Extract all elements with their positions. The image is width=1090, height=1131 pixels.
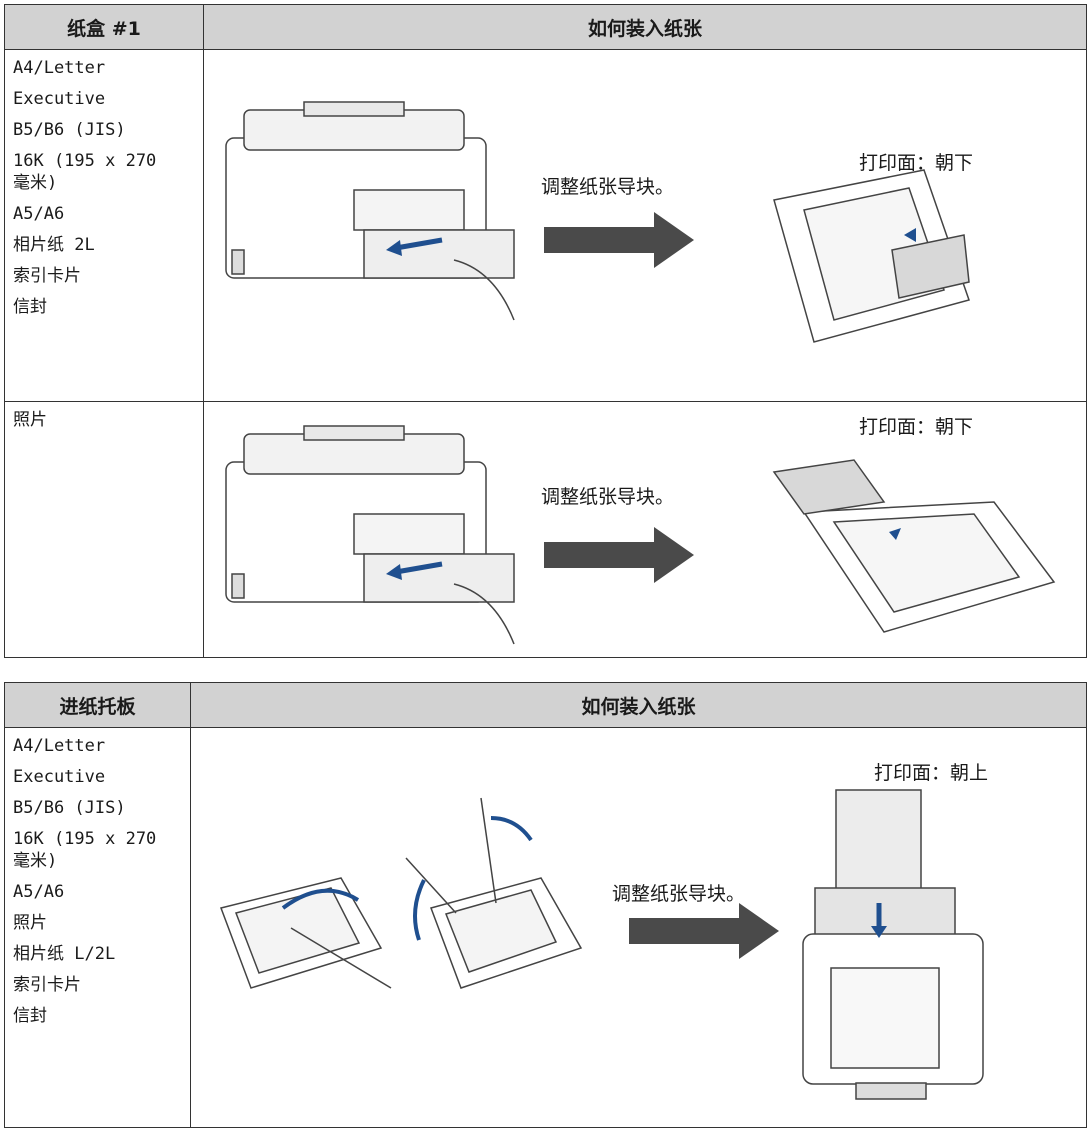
paper-tray-illustration: [772, 459, 1056, 633]
paper-size-list: 照片: [5, 402, 203, 435]
paper-size-item: A4/Letter: [13, 58, 106, 78]
feed-header-howto: 如何装入纸张: [190, 682, 1087, 728]
tray1-sizes-cell: A4/Letter Executive B5/B6 (JIS) 16K (195…: [4, 49, 204, 402]
printer-illustration: [225, 425, 515, 645]
print-side-label: 打印面：朝下: [859, 416, 974, 438]
paper-size-item: B5/B6 (JIS): [13, 120, 126, 140]
paper-tray-illustration: [773, 169, 970, 343]
right-arrow-icon: [629, 903, 779, 959]
feed-header-tray: 进纸托板: [4, 682, 191, 728]
paper-size-item: 信封: [13, 297, 47, 317]
tray1-header-howto: 如何装入纸张: [203, 4, 1087, 50]
adjust-guides-label: 调整纸张导块。: [612, 883, 746, 905]
tray1-photo-howto-cell: 调整纸张导块。 打印面：朝下: [203, 401, 1087, 658]
paper-size-item: Executive: [13, 767, 106, 787]
feed-howto-cell: 调整纸张导块。 打印面：朝上: [190, 727, 1087, 1128]
print-side-label: 打印面：朝下: [859, 152, 974, 174]
paper-size-item: A5/A6: [13, 204, 65, 224]
paper-size-item: Executive: [13, 89, 106, 109]
paper-size-item: A4/Letter: [13, 736, 106, 756]
right-arrow-icon: [544, 212, 694, 268]
paper-size-item: A5/A6: [13, 882, 65, 902]
adjust-guides-label: 调整纸张导块。: [541, 486, 675, 508]
paper-size-item: B5/B6 (JIS): [13, 798, 126, 818]
paper-size-item: 索引卡片: [13, 975, 81, 995]
paper-size-item: 相片纸 2L: [13, 235, 95, 255]
adjust-guides-label: 调整纸张导块。: [541, 176, 675, 198]
paper-support-illustration: [220, 797, 583, 989]
paper-size-list: A4/Letter Executive B5/B6 (JIS) 16K (195…: [5, 50, 203, 322]
feed-sizes-cell: A4/Letter Executive B5/B6 (JIS) 16K (195…: [4, 727, 191, 1128]
manual-feed-table: 进纸托板 如何装入纸张 A4/Letter Executive B5/B6 (J…: [4, 682, 1087, 1128]
paper-size-item: 相片纸 L/2L: [13, 944, 116, 964]
tray1-header-tray: 纸盒 #1: [4, 4, 204, 50]
right-arrow-icon: [544, 527, 694, 583]
tray1-photo-sizes-cell: 照片: [4, 401, 204, 658]
paper-size-item: 照片: [13, 410, 47, 430]
printer-illustration: [802, 789, 984, 1100]
print-side-label: 打印面：朝上: [874, 762, 989, 784]
tray1-table: 纸盒 #1 如何装入纸张 A4/Letter Executive B5/B6 (…: [4, 4, 1087, 658]
paper-size-item: 16K (195 x 270 毫米): [13, 829, 157, 871]
printer-illustration: [225, 101, 515, 321]
paper-size-item: 索引卡片: [13, 266, 81, 286]
paper-size-item: 信封: [13, 1006, 47, 1026]
tray1-howto-cell: 调整纸张导块。 打印面：朝下: [203, 49, 1087, 402]
paper-size-item: 16K (195 x 270 毫米): [13, 151, 157, 193]
paper-size-list: A4/Letter Executive B5/B6 (JIS) 16K (195…: [5, 728, 190, 1031]
paper-size-item: 照片: [13, 913, 47, 933]
